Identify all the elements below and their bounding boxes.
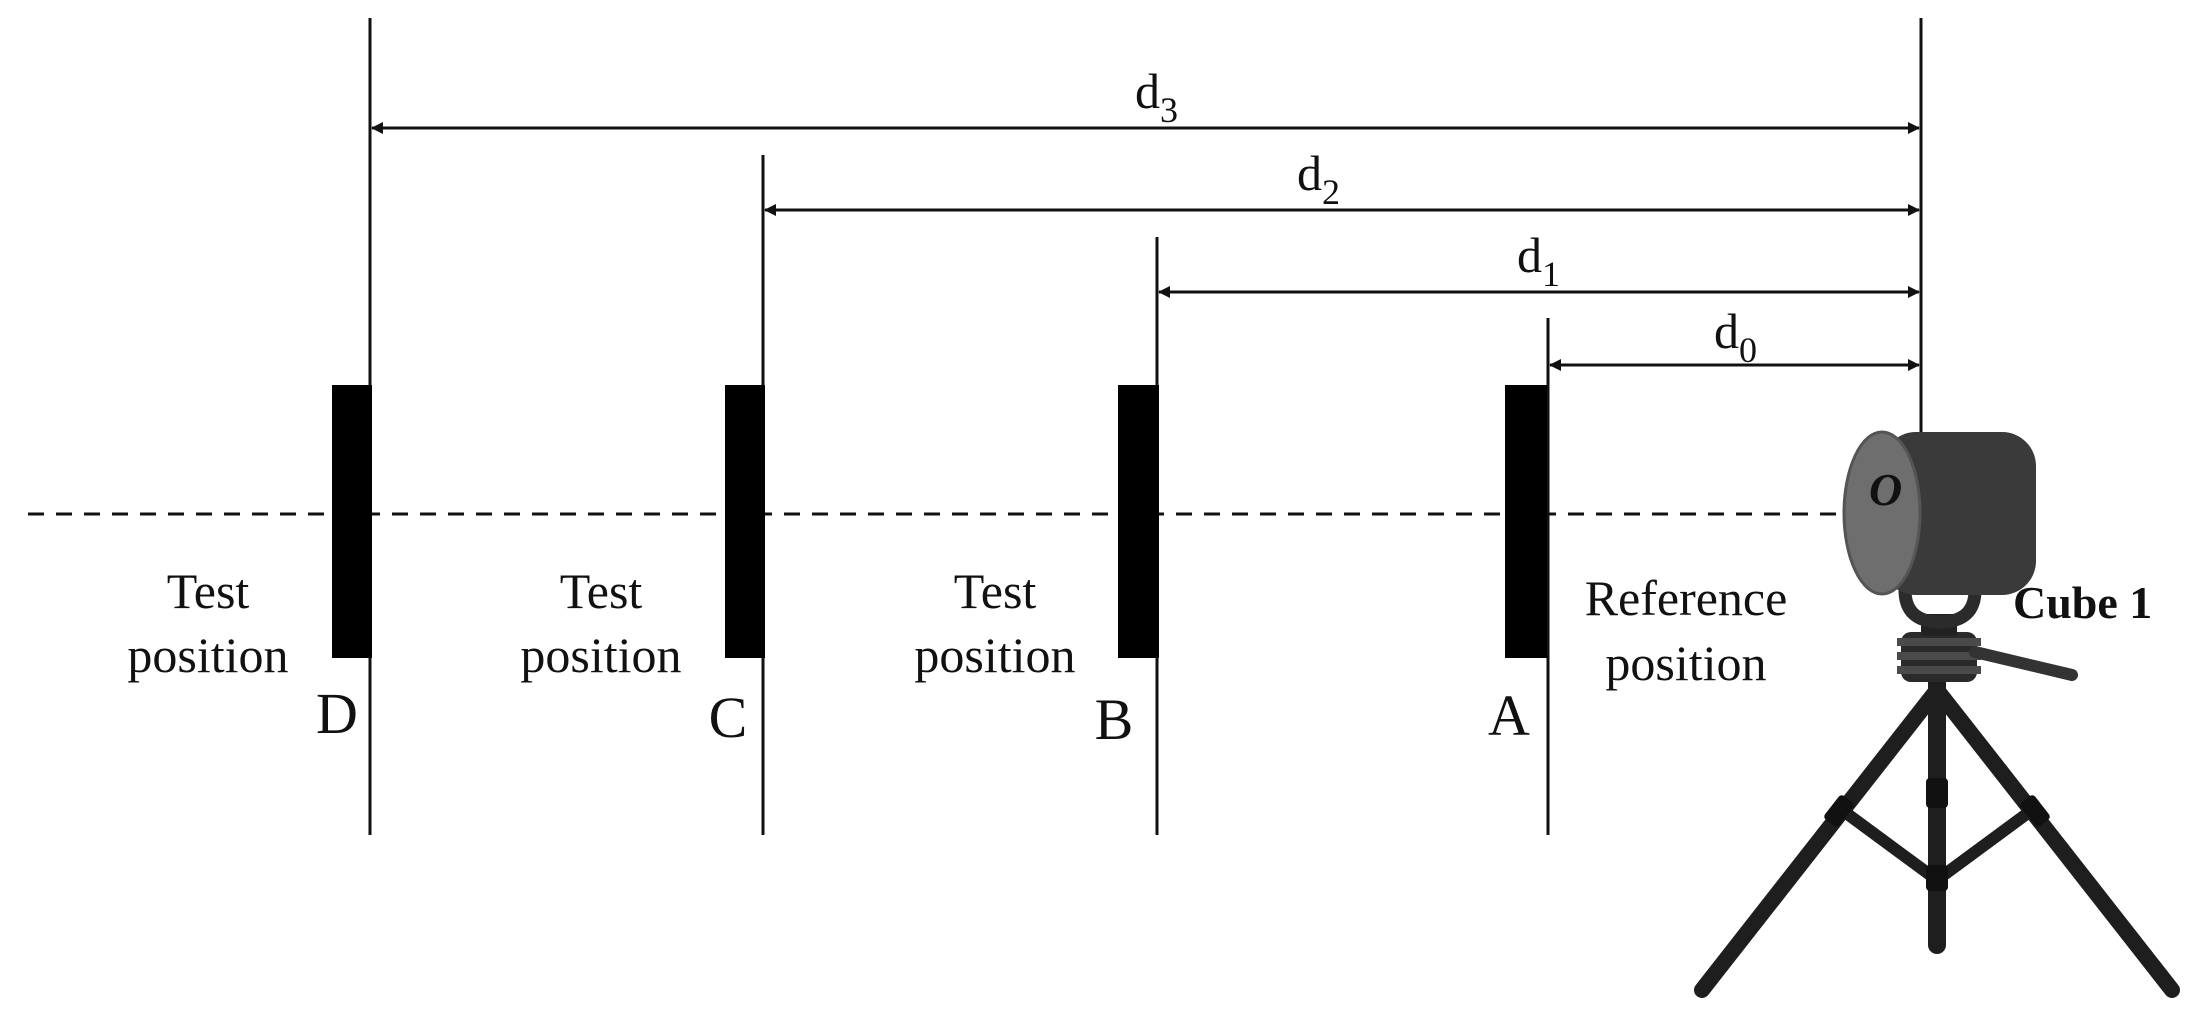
- distance-label-d3: d3: [1135, 63, 1178, 130]
- camera-device: [1842, 430, 2036, 596]
- target-plate-d: [332, 385, 372, 658]
- position-letter-d: D: [316, 681, 358, 746]
- distance-label-d1: d1: [1517, 227, 1560, 294]
- target-plate-b: [1118, 385, 1159, 658]
- position-caption-d-line1: Test: [167, 563, 250, 619]
- position-caption-d-line2: position: [127, 627, 288, 683]
- distance-label-d0: d0: [1714, 303, 1757, 370]
- distance-label-d2: d2: [1297, 145, 1340, 212]
- position-caption-c-line2: position: [520, 627, 681, 683]
- target-plate-a: [1505, 385, 1547, 658]
- position-letter-a: A: [1488, 683, 1530, 748]
- position-caption-c-line1: Test: [560, 563, 643, 619]
- tripod: [1694, 589, 2180, 998]
- position-letter-b: B: [1095, 687, 1134, 752]
- position-caption-a-line2: position: [1605, 635, 1766, 691]
- device-label: Cube 1: [2013, 577, 2152, 628]
- position-letter-c: C: [709, 685, 748, 750]
- position-caption-b-line1: Test: [954, 563, 1037, 619]
- origin-label: O: [1869, 464, 1902, 515]
- position-caption-b-line2: position: [914, 627, 1075, 683]
- position-caption-a-line1: Reference: [1585, 570, 1788, 626]
- target-plate-c: [725, 385, 765, 658]
